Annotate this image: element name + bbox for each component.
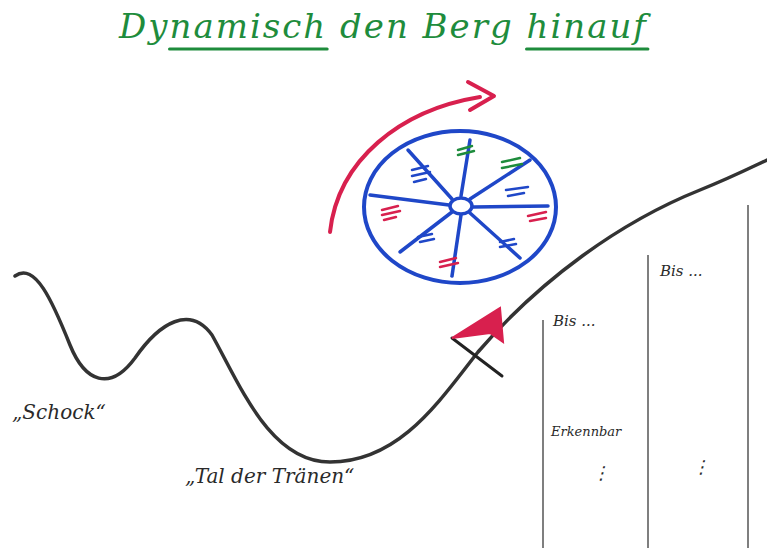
- phase-label: „Schock“: [12, 400, 106, 424]
- table-cell: Bis ...: [660, 262, 703, 280]
- table-lines: [543, 205, 748, 548]
- mountain-curve: [15, 160, 767, 462]
- table-cell: Erkennbar: [551, 424, 621, 439]
- flag-pole: [452, 338, 502, 376]
- title: Dynamisch den Berg hinauf: [0, 6, 767, 46]
- table-cell: ⋮: [692, 456, 710, 477]
- rotation-arrow: [330, 97, 480, 232]
- flag: [452, 308, 503, 342]
- wheel-marks: [382, 146, 546, 267]
- table-cell: Bis ...: [553, 312, 596, 330]
- wheel: [364, 131, 556, 283]
- title-underline: [170, 48, 328, 51]
- rotation-arrowhead: [468, 82, 494, 110]
- table-cell: ⋮: [592, 462, 610, 483]
- title-underline: [170, 48, 648, 51]
- phase-label: „Tal der Tränen“: [185, 464, 354, 488]
- title-underline: [527, 48, 648, 51]
